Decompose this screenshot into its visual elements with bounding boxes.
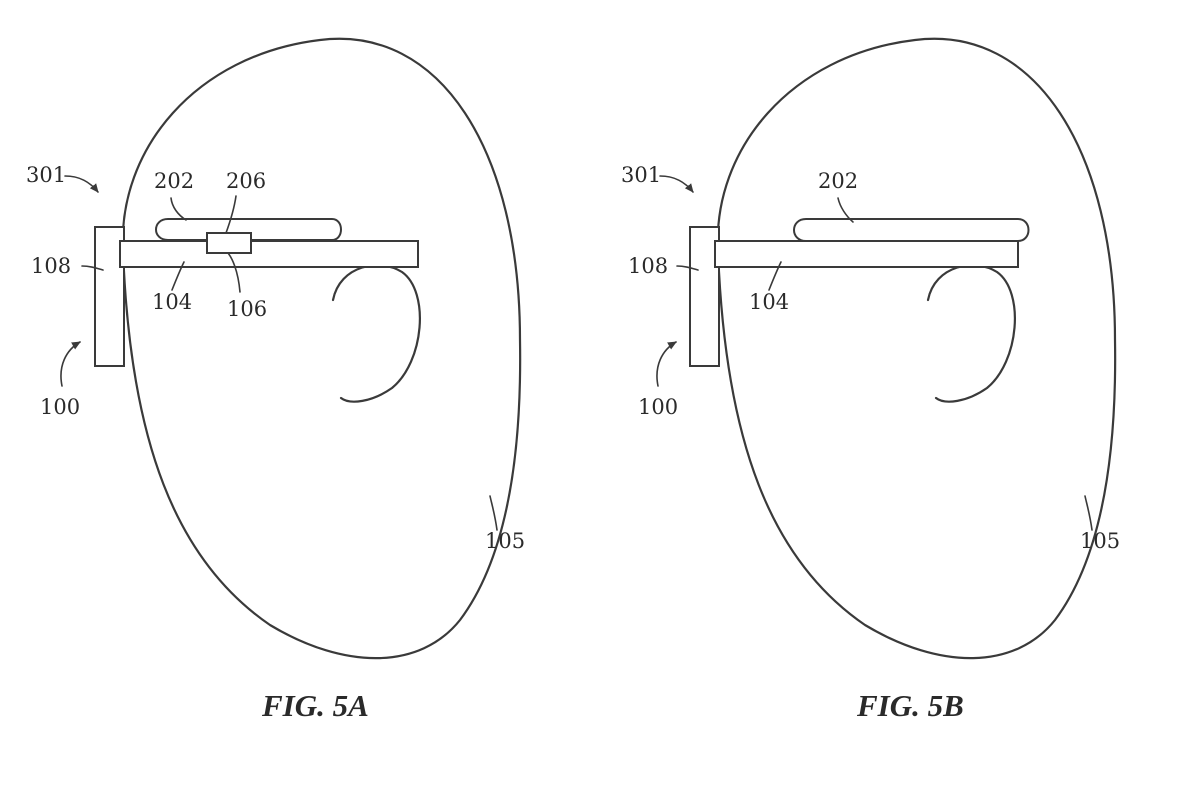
caption-fig-5a: FIG. 5A	[261, 688, 369, 723]
head-outline-105	[716, 37, 1117, 660]
label-104: 104	[749, 290, 789, 314]
leader-104	[171, 261, 185, 291]
label-108: 108	[628, 254, 668, 278]
figure-5a: 301 202 206 108 104 106 100 105 FIG. 5A	[26, 37, 525, 723]
leader-206	[225, 195, 237, 234]
label-105: 105	[1080, 529, 1120, 553]
leader-105	[1084, 495, 1093, 531]
leader-108	[676, 265, 699, 271]
head-outline-105	[121, 37, 522, 660]
leader-108	[81, 265, 104, 271]
leader-105	[489, 495, 498, 531]
leader-301-arrow	[64, 175, 99, 193]
label-206: 206	[226, 169, 266, 193]
caption-fig-5b: FIG. 5B	[856, 688, 964, 723]
leader-202	[837, 197, 854, 223]
leader-100-arrow	[60, 341, 81, 387]
label-202: 202	[154, 169, 194, 193]
leader-202	[170, 197, 187, 221]
temple-arm-104	[119, 240, 419, 268]
label-108: 108	[31, 254, 71, 278]
temple-arm-104	[714, 240, 1019, 268]
label-105: 105	[485, 529, 525, 553]
leader-106	[227, 252, 241, 293]
label-104: 104	[152, 290, 192, 314]
figure-5b: 301 202 108 104 100 105 FIG. 5B	[621, 37, 1120, 723]
leader-100-arrow	[656, 341, 677, 387]
pad-202	[155, 218, 342, 241]
component-206	[206, 232, 252, 254]
leader-104	[768, 261, 782, 291]
label-106: 106	[227, 297, 267, 321]
ear	[331, 264, 421, 403]
label-301: 301	[621, 163, 661, 187]
label-100: 100	[40, 395, 80, 419]
label-301: 301	[26, 163, 66, 187]
label-202: 202	[818, 169, 858, 193]
pad-202	[793, 218, 1030, 242]
leader-301-arrow	[659, 175, 694, 193]
ear	[926, 264, 1016, 403]
label-100: 100	[638, 395, 678, 419]
